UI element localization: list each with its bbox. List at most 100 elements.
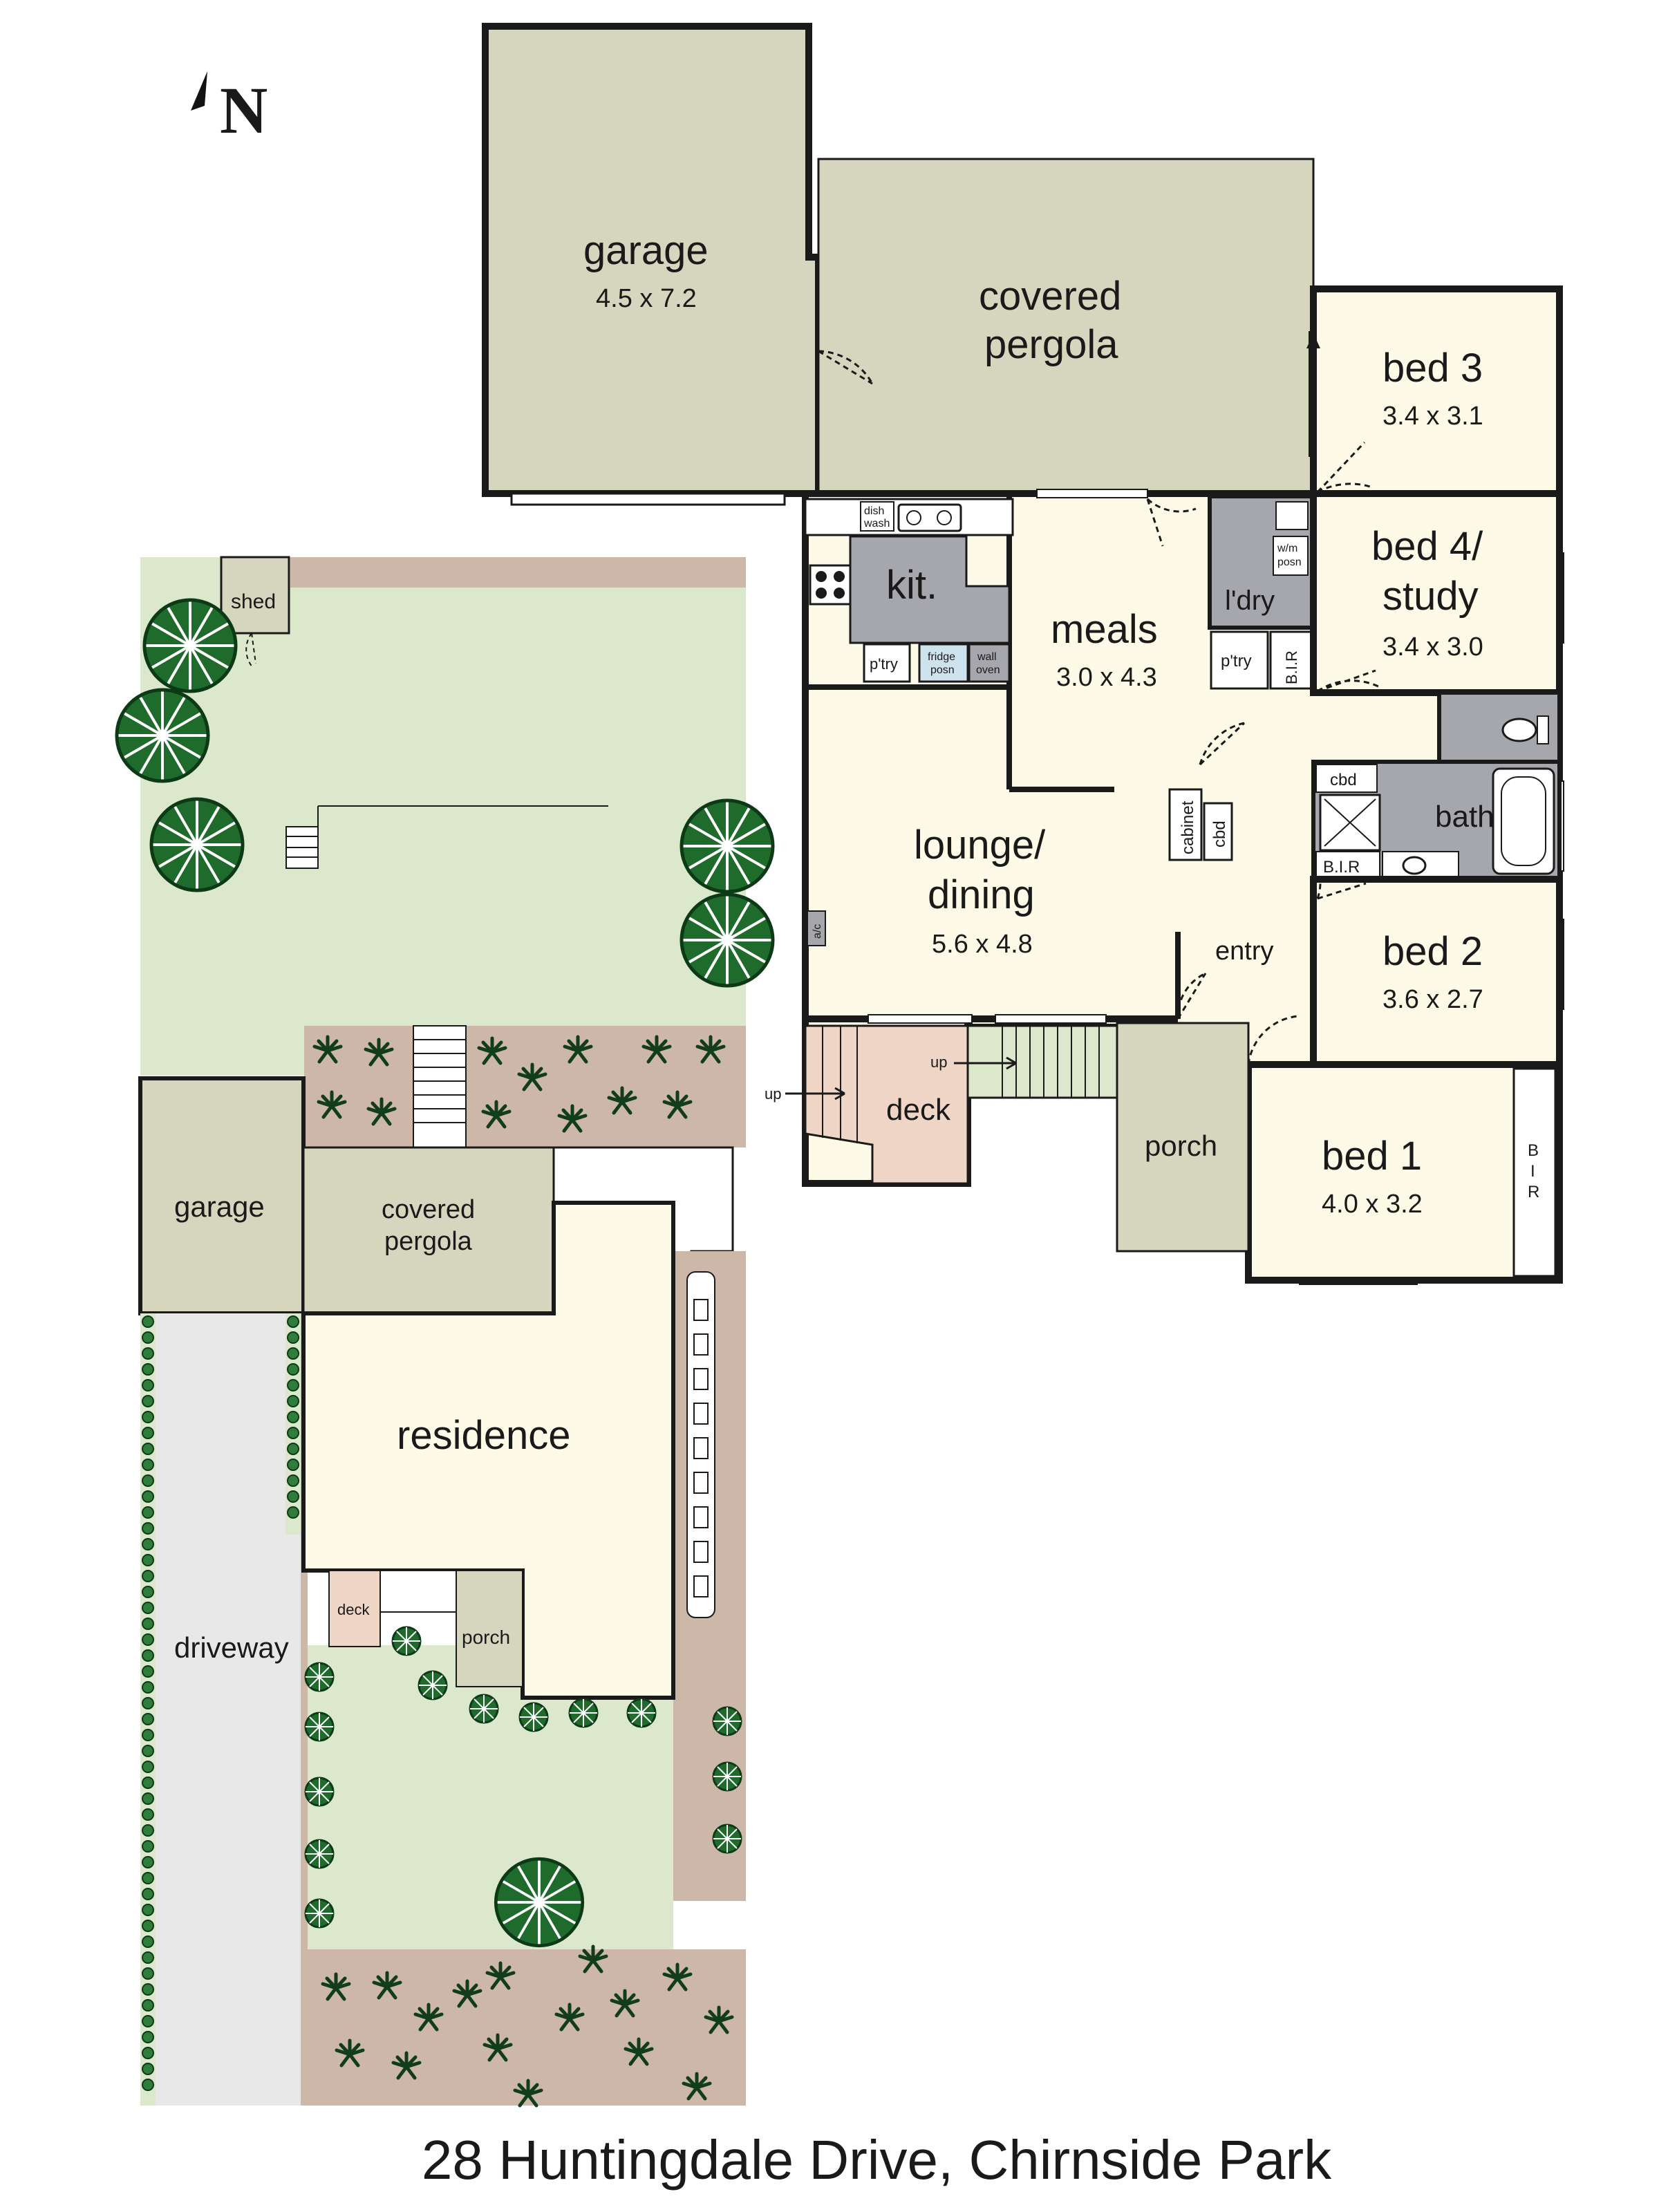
bed1-dims: 4.0 x 3.2 <box>1322 1190 1423 1219</box>
address-title: 28 Huntingdale Drive, Chirnside Park <box>422 2129 1332 2191</box>
washer-position <box>1273 536 1309 576</box>
hedge-dot <box>287 1474 299 1487</box>
steps-up-label: up <box>930 1053 947 1071</box>
meals-door <box>1146 498 1197 547</box>
kitchen-label: kit. <box>886 563 937 608</box>
lounge-dims: 5.6 x 4.8 <box>932 930 1033 959</box>
meals-hall-door <box>1199 722 1246 766</box>
hedge-dot <box>142 1936 154 1948</box>
hedge-dot <box>142 1904 154 1916</box>
hedge-dot <box>287 1427 299 1439</box>
bir3-label-r: R <box>1528 1183 1539 1201</box>
bed4-room <box>1310 490 1563 696</box>
hedge-dot <box>287 1490 299 1503</box>
site-porch-label: porch <box>462 1627 510 1648</box>
hedge-dot <box>142 1856 154 1868</box>
pantry-label: p'try <box>870 655 898 673</box>
pantry2-label: p'try <box>1221 652 1252 671</box>
site-garage <box>138 1076 306 1315</box>
hedge-dot <box>142 1713 154 1725</box>
hedge-dot <box>287 1411 299 1423</box>
cbd2-cupboard <box>1203 802 1233 861</box>
site-pergola-label-1: covered <box>382 1195 475 1224</box>
hedge-dot <box>287 1347 299 1360</box>
deck-label: deck <box>886 1093 951 1127</box>
hedge-dot <box>142 1633 154 1646</box>
bed3-door <box>1316 441 1371 494</box>
hedge-dot <box>287 1379 299 1391</box>
site-garage-label: garage <box>174 1190 265 1223</box>
hedge-dot <box>287 1315 299 1328</box>
bir-cupboard <box>1269 630 1313 690</box>
garage-pergola-door <box>818 350 874 385</box>
hedge-dot <box>142 1999 154 2012</box>
ac-label: a/c <box>812 924 823 939</box>
north-label: N <box>220 73 268 147</box>
hedge-dot <box>142 1951 154 1964</box>
porch-label: porch <box>1145 1130 1217 1162</box>
entry-steps <box>966 1024 1118 1099</box>
feature-tree-icon <box>496 1859 582 1945</box>
dishwasher <box>860 501 894 532</box>
back-lawn <box>140 557 746 1076</box>
hedge-dot <box>142 1586 154 1598</box>
rear-garden-bed <box>290 557 746 588</box>
laundry-label: l'dry <box>1225 585 1275 616</box>
site-pergola <box>302 1146 555 1315</box>
hedge-dot <box>287 1395 299 1407</box>
hedge-dot <box>142 1824 154 1837</box>
pergola-label-2: pergola <box>984 322 1118 367</box>
hedge-dot <box>142 1840 154 1853</box>
hedge-dot <box>142 1459 154 1471</box>
hedge-dot <box>142 1983 154 1996</box>
driveway <box>140 1313 301 2106</box>
hedge-dot <box>142 1618 154 1630</box>
fridge-label-2: posn <box>930 664 955 676</box>
window <box>995 1014 1107 1024</box>
bed3-label: bed 3 <box>1382 346 1483 391</box>
cbd-cupboard <box>1315 764 1378 793</box>
window <box>868 1014 973 1024</box>
cbd2-label: cbd <box>1210 821 1229 847</box>
bed2-dims: 3.6 x 2.7 <box>1382 985 1483 1014</box>
entry-door <box>1177 972 1207 1020</box>
site-deck-label: deck <box>337 1601 370 1618</box>
pergola-label-1: covered <box>979 274 1121 319</box>
hedge-dot <box>142 1379 154 1391</box>
bed1-label: bed 1 <box>1322 1134 1422 1179</box>
hedge-dot <box>142 1570 154 1582</box>
lounge-label-2: dining <box>928 872 1035 917</box>
north-arrow: N <box>191 71 268 147</box>
hedge-dot <box>142 1777 154 1789</box>
hedge-dot <box>142 1967 154 1980</box>
steps-up-arrow <box>954 1056 1017 1070</box>
garage-label: garage <box>583 228 709 273</box>
porch-area <box>1116 1022 1250 1253</box>
bed4-door <box>1317 669 1380 693</box>
cbd-label: cbd <box>1330 771 1357 789</box>
hedge-dot <box>142 1681 154 1694</box>
wall-oven-label-1: wall <box>977 651 997 663</box>
cooktop-icon <box>809 564 852 606</box>
kitchen-bench <box>849 535 1011 644</box>
residence-label: residence <box>397 1413 570 1458</box>
hedge-dot <box>142 1506 154 1519</box>
bed2-room <box>1310 876 1563 1069</box>
fridge-label-1: fridge <box>928 651 955 663</box>
hedge-dot <box>142 1649 154 1662</box>
driveway-label: driveway <box>174 1631 289 1664</box>
hedge-dot <box>142 1729 154 1741</box>
bed4-label-1: bed 4/ <box>1371 524 1483 569</box>
tree-icon <box>682 800 773 892</box>
bed2-door <box>1316 880 1367 900</box>
dishwash-label-1: dish <box>864 505 884 517</box>
hedge-dot <box>142 1538 154 1550</box>
bed4-dims: 3.4 x 3.0 <box>1382 632 1483 662</box>
hedge-dot <box>142 1920 154 1932</box>
hedge-dot <box>142 1554 154 1566</box>
bed4-label-2: study <box>1382 574 1479 619</box>
hedge-dot <box>287 1331 299 1344</box>
bir-label: B.I.R <box>1283 650 1300 684</box>
pantry2-cupboard <box>1210 630 1269 690</box>
shed-label: shed <box>231 590 276 613</box>
